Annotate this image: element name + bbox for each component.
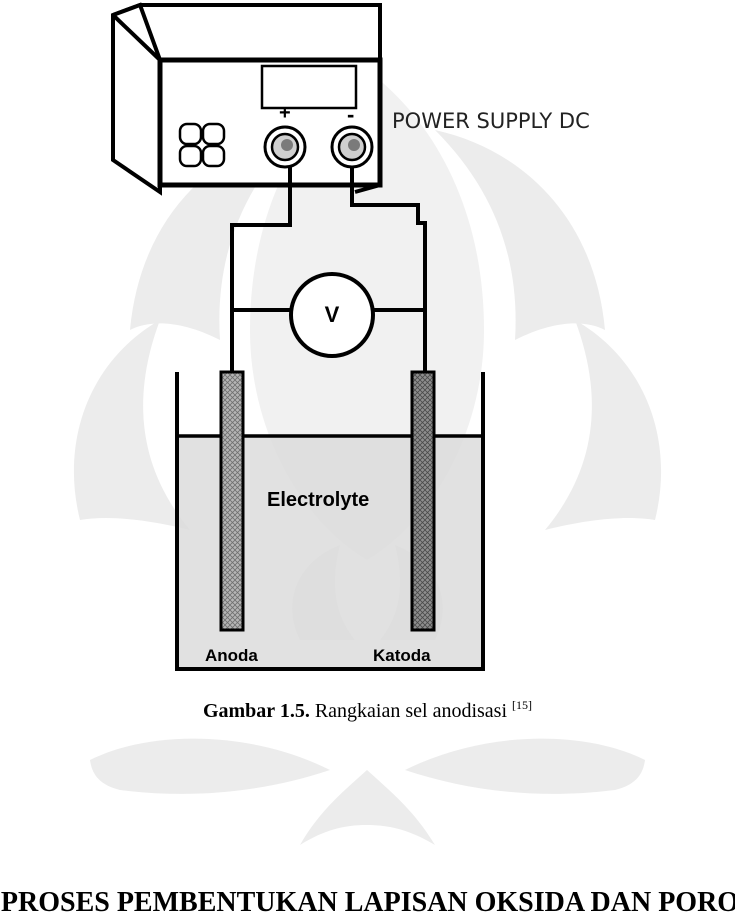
figure-number: Gambar 1.5. — [202, 700, 310, 722]
power-supply-label: POWER SUPPLY DC — [392, 109, 590, 133]
voltmeter — [289, 272, 375, 358]
power-supply-display — [260, 64, 358, 110]
anode-label: Anoda — [205, 646, 258, 665]
power-supply — [111, 2, 383, 196]
voltmeter-label: V — [325, 302, 340, 327]
positive-terminal-knob — [263, 125, 307, 169]
minus-sign: - — [347, 102, 354, 127]
anode-electrode — [219, 370, 245, 632]
circuit-wires — [230, 166, 427, 372]
figure-caption: Gambar 1.5. Rangkaian sel anodisasi [15] — [0, 698, 735, 723]
power-supply-buttons — [178, 122, 226, 168]
figure-reference: [15] — [512, 698, 533, 712]
cathode-label: Katoda — [373, 646, 431, 665]
negative-terminal-knob — [330, 125, 374, 169]
figure-caption-text: Rangkaian sel anodisasi — [309, 700, 513, 722]
electrolyte-label: Electrolyte — [267, 489, 369, 511]
section-heading: PROSES PEMBENTUKAN LAPISAN OKSIDA DAN PO… — [0, 887, 735, 918]
cathode-electrode — [410, 370, 436, 632]
plus-sign: + — [279, 102, 291, 124]
